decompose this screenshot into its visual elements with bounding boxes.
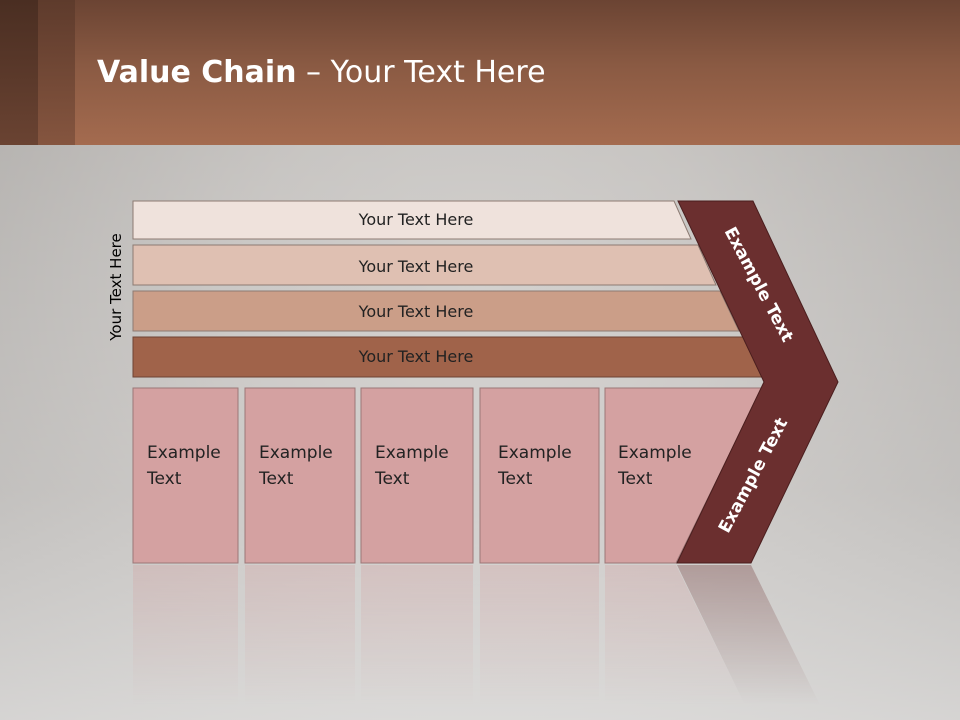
reflection-box <box>245 565 355 705</box>
box-line: Example <box>259 443 333 463</box>
row-bar-3 <box>132 290 740 332</box>
box-line: Example <box>498 443 572 463</box>
margin-chevron <box>676 200 839 564</box>
header-accent-bar <box>38 0 75 145</box>
row-label-3: Your Text Here <box>358 302 474 321</box>
row-label-1: Your Text Here <box>358 210 474 229</box>
reflection-box <box>605 565 745 705</box>
reflection-box <box>480 565 599 705</box>
row-label-4: Your Text Here <box>358 347 474 366</box>
box-line: Example <box>375 443 449 463</box>
diagram-reflection <box>0 565 960 705</box>
box-line: Example <box>147 443 221 463</box>
activity-box-1 <box>132 387 239 564</box>
header-accent-bar <box>0 0 38 145</box>
activity-box-2 <box>244 387 356 564</box>
slide-title-rest: – Your Text Here <box>296 55 546 90</box>
activity-box-5 <box>604 387 763 564</box>
box-line: Text <box>375 469 410 489</box>
box-line: Text <box>259 469 294 489</box>
activity-box-3 <box>360 387 474 564</box>
row-bar-2 <box>132 244 717 286</box>
reflection-box <box>133 565 238 705</box>
box-line: Text <box>147 469 182 489</box>
slide-title-bold: Value Chain <box>97 55 297 90</box>
reflection-chevron <box>677 565 820 705</box>
box-line: Example <box>618 443 692 463</box>
activity-box-4 <box>479 387 600 564</box>
row-label-2: Your Text Here <box>358 257 474 276</box>
box-line: Text <box>498 469 533 489</box>
reflection-shapes <box>133 565 820 705</box>
title-bar: Value Chain – Your Text Here <box>0 0 960 145</box>
reflection-box <box>361 565 473 705</box>
slide-title: Value Chain – Your Text Here <box>97 55 546 90</box>
box-line: Text <box>618 469 653 489</box>
row-bar-1 <box>132 200 692 240</box>
